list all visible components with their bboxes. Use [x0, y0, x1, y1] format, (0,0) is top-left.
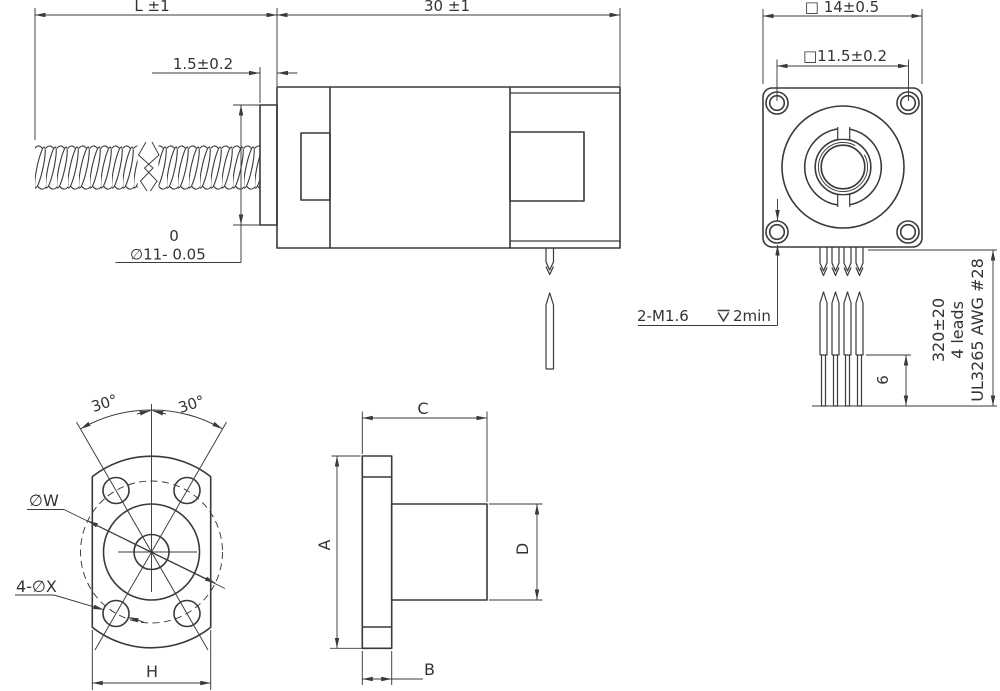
dim-pilot-dia-upper-tol: 0 — [169, 227, 179, 245]
lead-count-label: 4 leads — [948, 301, 967, 359]
nut-side-view: C A D B — [315, 399, 543, 685]
nut-flange-outline — [91, 455, 212, 649]
dim-screw-length: L ±1 — [134, 0, 169, 15]
nut-body-profile — [390, 503, 488, 601]
motor-front-view — [762, 87, 923, 407]
hole-callout: 4-∅X — [15, 577, 144, 623]
nut-flange-profile — [361, 455, 393, 650]
screw-break-symbol — [137, 140, 160, 192]
dim-bolt-circle: ∅W — [29, 491, 59, 510]
dim-flange-dia: A — [315, 539, 334, 550]
motor-side-view — [35, 86, 621, 370]
nut-centerlines — [76, 404, 227, 651]
dim-holes: 4-∅X — [16, 577, 57, 596]
bolt-circle-dimension: ∅W — [27, 491, 226, 589]
front-view-dimensions: □ 14±0.5 □11.5±0.2 320±20 4 leads UL3265… — [762, 0, 997, 407]
dim-pilot-length: 1.5±0.2 — [173, 55, 233, 73]
dim-flat-width: H — [146, 662, 158, 681]
lead-spec-label: UL3265 AWG #28 — [968, 258, 987, 402]
flat-width-dimension: H — [91, 630, 212, 690]
tap-note-prefix: 2-M1.6 — [637, 307, 689, 325]
tap-note-suffix: 2min — [733, 307, 771, 325]
dim-angle-left: 30° — [89, 391, 120, 416]
side-view-dimensions: L ±1 30 ±1 1.5±0.2 0 ∅11- 0.05 2-M1.6 2m… — [34, 0, 780, 326]
front-plate-window — [300, 132, 331, 201]
depth-symbol-icon — [717, 309, 730, 323]
tap-note: 2-M1.6 2min — [637, 199, 780, 326]
dim-hole-pitch: □11.5±0.2 — [803, 47, 887, 65]
nut-front-view: 30° 30° ∅W 4-∅X H — [15, 391, 227, 690]
dim-body-length: 30 ±1 — [424, 0, 470, 15]
lead-wires-front — [819, 247, 864, 407]
motor-face-square — [762, 87, 923, 248]
dim-body-dia: D — [513, 543, 532, 555]
dim-strip-length: 6 — [874, 375, 892, 385]
dim-lead-length: 320±20 — [929, 298, 948, 362]
motor-lead-wire-side — [545, 247, 555, 370]
dim-flange-thickness: B — [424, 660, 435, 679]
dim-pilot-dia: ∅11- 0.05 — [130, 246, 206, 264]
motor-face-bosses — [781, 105, 905, 229]
rear-housing-window — [509, 131, 585, 202]
dim-angle-right: 30° — [176, 392, 207, 417]
dim-total-length: C — [417, 399, 428, 418]
motor-body-outline — [259, 86, 621, 249]
dim-face-square: □ 14±0.5 — [805, 0, 879, 16]
pilot-boss — [259, 104, 278, 226]
